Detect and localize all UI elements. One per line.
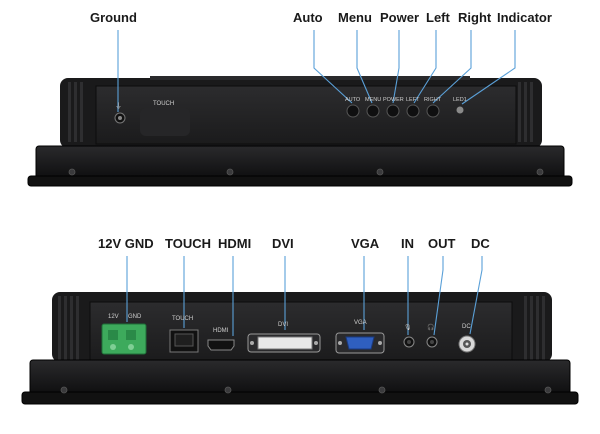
bottom-panel-gnd-label: GND [128, 314, 142, 320]
callout-out: OUT [428, 236, 456, 251]
callout-in: IN [401, 236, 414, 251]
bottom-bezel [29, 359, 571, 397]
top-touch-port-area [140, 108, 190, 136]
touch-port[interactable] [169, 329, 199, 353]
callout-indicator: Indicator [497, 10, 552, 25]
bottom-panel-dvi-label: DVI [278, 322, 289, 328]
menu-button[interactable] [366, 104, 380, 118]
top-panel-left-label: LEFT [406, 97, 420, 103]
top-bezel [35, 145, 565, 181]
callout-right: Right [458, 10, 492, 25]
top-panel-power-label: POWER [383, 97, 404, 103]
bottom-panel-touch-label: TOUCH [172, 316, 194, 322]
indicator-led [456, 106, 464, 114]
bottom-panel-headphone-symbol: 🎧 [427, 325, 435, 331]
power-terminal-block[interactable] [101, 323, 147, 355]
auto-button[interactable] [346, 104, 360, 118]
top-panel-led-label: LED1 [453, 97, 467, 103]
bottom-panel-vga-label: VGA [354, 320, 367, 326]
callout-ground: Ground [90, 10, 137, 25]
dvi-port[interactable] [247, 333, 321, 353]
hdmi-port[interactable] [207, 339, 235, 351]
callout-power: Power [380, 10, 420, 25]
right-button[interactable] [426, 104, 440, 118]
top-panel-touch-label: TOUCH [153, 101, 175, 107]
leader-lines [117, 30, 516, 336]
top-button-row [346, 104, 464, 118]
callout-auto: Auto [293, 10, 323, 25]
callout-left: Left [426, 10, 450, 25]
bottom-panel-dc-label: DC [462, 324, 471, 330]
vga-port[interactable] [335, 332, 385, 354]
top-panel-ground-symbol: ⏚ [115, 103, 122, 110]
power-button[interactable] [386, 104, 400, 118]
top-panel-auto-label: AUTO [345, 97, 361, 103]
callout-12v-gnd: 12V GND [98, 236, 154, 251]
top-panel-menu-label: MENU [365, 97, 382, 103]
bottom-panel-mic-symbol: 🎙 [404, 325, 412, 331]
bottom-panel-12v-label: 12V [108, 314, 119, 320]
callout-touch: TOUCH [165, 236, 211, 251]
callout-menu: Menu [338, 10, 372, 25]
callout-vga: VGA [351, 236, 380, 251]
bottom-io-panel [89, 301, 513, 363]
top-panel-right-label: RIGHT [424, 97, 442, 103]
callout-dc: DC [471, 236, 490, 251]
callout-hdmi: HDMI [218, 236, 252, 251]
bottom-panel-hdmi-label: HDMI [213, 328, 229, 334]
callout-dvi: DVI [272, 236, 294, 251]
left-button[interactable] [406, 104, 420, 118]
